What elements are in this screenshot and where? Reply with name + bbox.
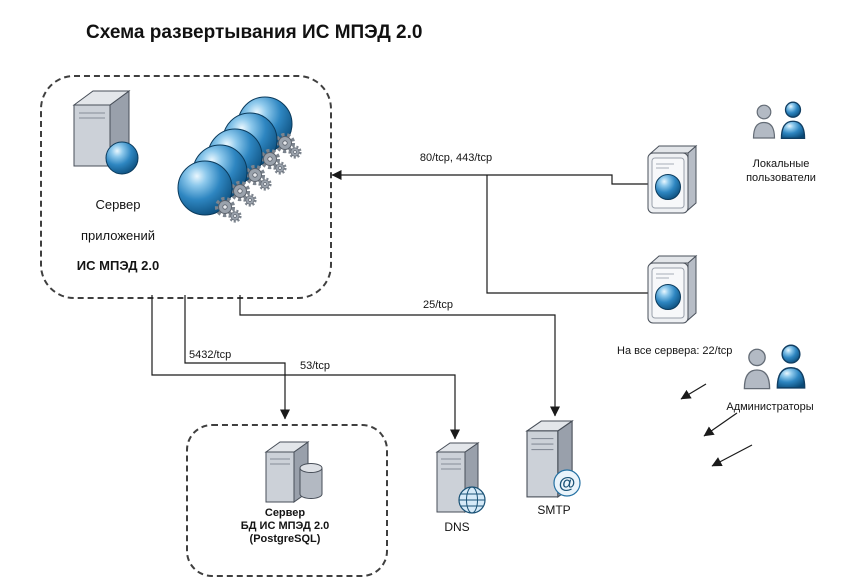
at-icon: @	[553, 469, 581, 497]
db-server-label-line1: Сервер	[264, 507, 306, 519]
edge-web-label: 80/tcp, 443/tcp	[419, 152, 493, 164]
connector-web	[331, 170, 648, 185]
globe-icon	[458, 486, 486, 514]
app-server-label-line2: приложений	[81, 228, 155, 243]
client-terminal-icon	[647, 255, 697, 324]
db-server-boundary	[186, 424, 388, 577]
gear-icon	[288, 145, 302, 159]
app-server-label-line1: Сервер	[95, 197, 141, 212]
local-users-icon	[752, 101, 806, 139]
connectors	[151, 170, 753, 467]
smtp-label: SMTP	[537, 503, 571, 517]
db-server-label-line2: БД ИС МПЭД 2.0	[240, 520, 330, 532]
database-cylinder-icon	[299, 468, 323, 499]
admin-access-label: На все сервера: 22/tcp	[617, 345, 733, 357]
gear-icon	[243, 193, 257, 207]
app-server-boundary	[40, 75, 332, 299]
connector-smtp	[239, 295, 560, 417]
local-users-label-line1: Локальные	[752, 158, 810, 170]
connector-admin-3	[711, 444, 753, 467]
db-server-label-line3: (PostgreSQL)	[249, 533, 321, 545]
gear-icon	[258, 177, 272, 191]
db-server-icon	[264, 441, 323, 503]
dns-server-icon	[436, 442, 486, 514]
edge-smtp-label: 25/tcp	[423, 299, 453, 311]
connector-web-branch	[486, 175, 648, 294]
gear-icon	[228, 209, 242, 223]
user-blue-icon	[780, 101, 806, 139]
user-gray-icon	[752, 104, 776, 139]
diagram-title: Схема развертывания ИС МПЭД 2.0	[86, 22, 423, 43]
admin-blue-icon	[776, 344, 806, 389]
connector-dns	[151, 295, 460, 440]
administrators-label: Администраторы	[726, 401, 814, 413]
admin-gray-icon	[743, 348, 771, 390]
gear-icon	[273, 161, 287, 175]
dns-label: DNS	[444, 520, 470, 534]
connector-admin-2	[703, 412, 738, 437]
app-server-label-line3: ИС МПЭД 2.0	[76, 258, 160, 273]
administrators-icon	[743, 344, 806, 390]
svg-text:@: @	[559, 474, 576, 493]
edge-dns-label: 53/tcp	[300, 360, 330, 372]
edge-db-label: 5432/tcp	[189, 349, 232, 361]
connector-db	[184, 295, 290, 420]
client-terminal-icon	[647, 145, 697, 214]
connector-admin-1	[680, 383, 707, 400]
smtp-server-icon: @	[526, 420, 581, 498]
app-server-icon	[72, 90, 139, 175]
local-users-label-line2: пользователи	[746, 172, 816, 184]
app-instances-icon	[177, 96, 302, 223]
